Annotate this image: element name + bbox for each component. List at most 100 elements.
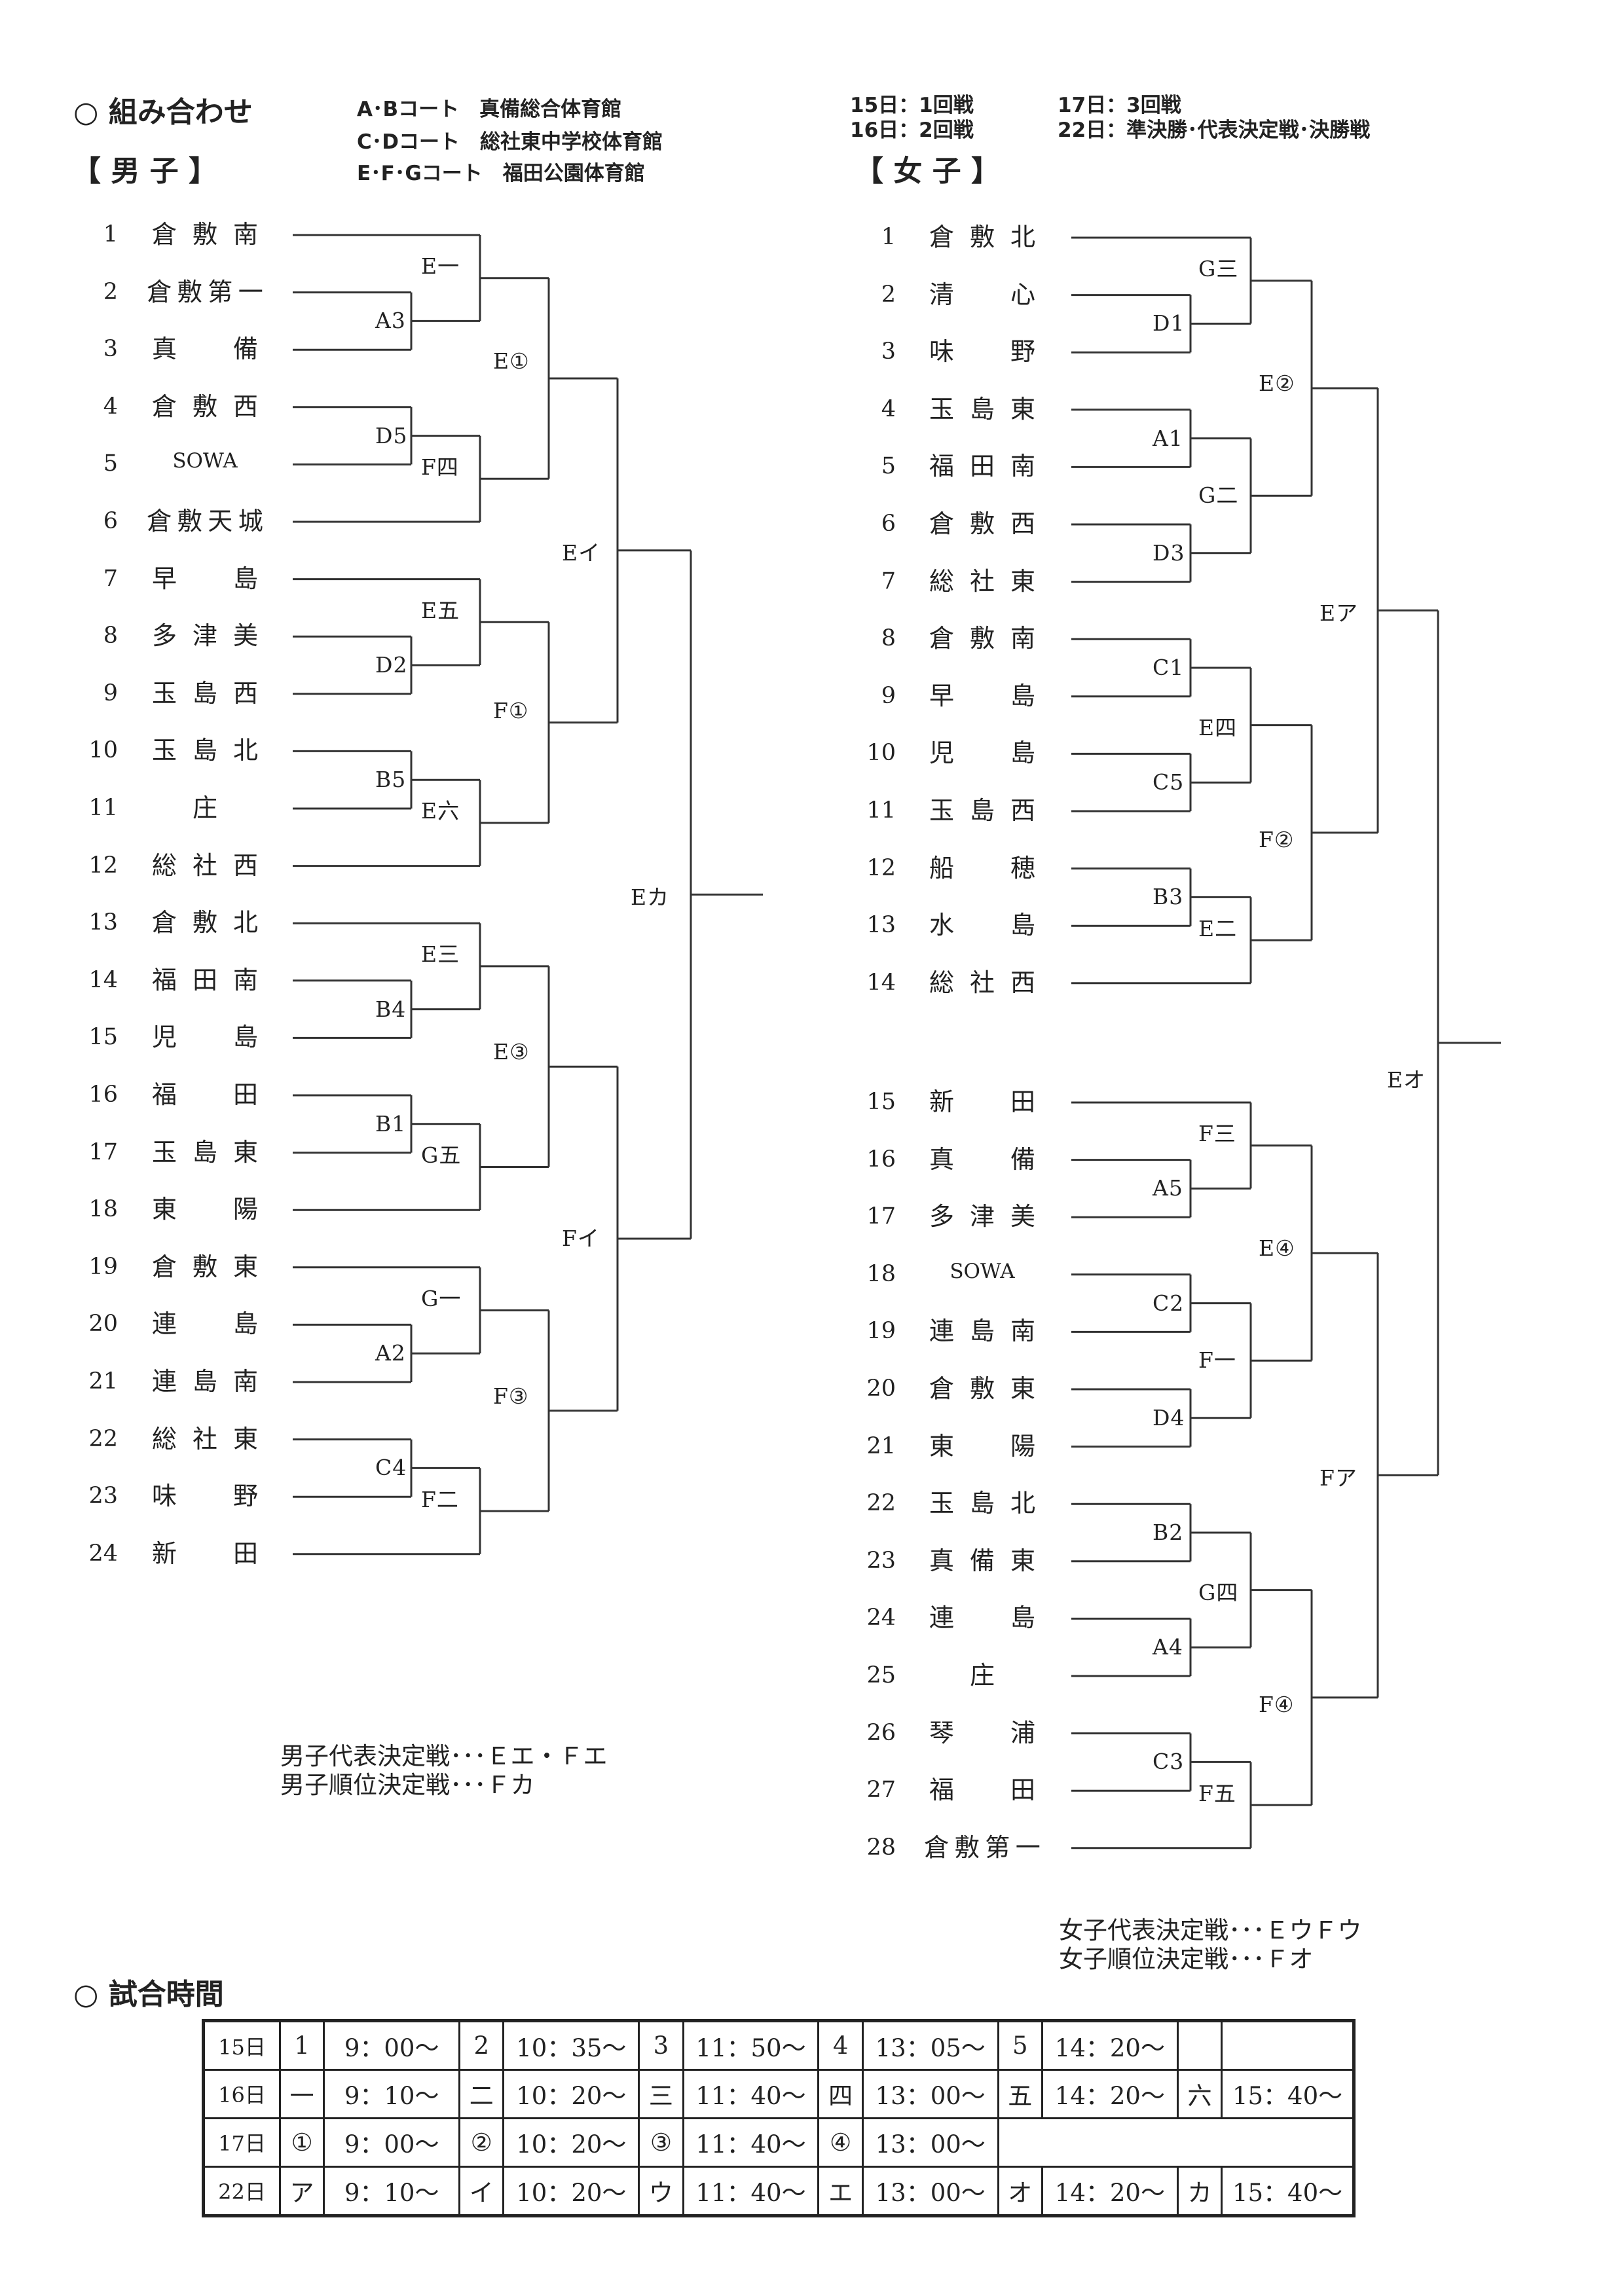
girls-match-label: E④: [1259, 1235, 1295, 1262]
girls-team-number: 3: [881, 338, 896, 365]
girls-team-number: 23: [866, 1547, 896, 1574]
girls-team-number: 5: [881, 453, 896, 480]
girls-team-number: 13: [866, 912, 896, 939]
girls-match-label: A4: [1153, 1634, 1183, 1660]
boys-match-label: Eカ: [631, 884, 670, 910]
girls-team-name: 総社西: [929, 968, 1035, 997]
girls-match-label: G二: [1198, 483, 1239, 509]
boys-team-number: 16: [88, 1082, 118, 1108]
girls-team-number: 26: [866, 1719, 896, 1746]
girls-match-label: A1: [1153, 425, 1183, 451]
boys-match-label: G五: [421, 1142, 462, 1168]
boys-match-label: E六: [421, 798, 460, 824]
schedule-time: 15：40～: [1221, 2069, 1355, 2119]
boys-team-name: 倉敷天城: [147, 507, 263, 536]
schedule-match-id: 一: [278, 2069, 325, 2119]
girls-team-name: 真備東: [929, 1546, 1035, 1575]
boys-match-label: G一: [421, 1285, 462, 1311]
boys-team-number: 17: [88, 1139, 118, 1165]
girls-team-name: 玉島西: [929, 796, 1035, 825]
schedule-match-id: ②: [458, 2117, 505, 2168]
boys-team-name: 庄: [192, 793, 217, 822]
boys-team-name: 福田: [151, 1080, 258, 1109]
schedule-time: 10：20～: [502, 2165, 640, 2217]
schedule-match-id: オ: [997, 2165, 1043, 2217]
girls-team-number: 19: [866, 1318, 896, 1345]
girls-team-number: 10: [866, 740, 896, 767]
schedule-match-id: イ: [458, 2165, 505, 2217]
schedule-day: 15日: [202, 2020, 281, 2071]
boys-team-number: 19: [88, 1253, 118, 1280]
girls-match-label: G四: [1198, 1579, 1239, 1605]
boys-match-label: E①: [493, 348, 530, 374]
boys-team-number: 15: [88, 1024, 118, 1051]
boys-team-number: 3: [103, 336, 118, 363]
boys-team-number: 7: [103, 565, 118, 592]
girls-match-label: F②: [1259, 826, 1295, 852]
boys-team-name: 玉島東: [151, 1137, 258, 1167]
girls-team-number: 14: [866, 969, 896, 996]
schedule-time: 9：00～: [323, 2020, 461, 2071]
schedule-time: 11：40～: [682, 2117, 820, 2168]
girls-match-label: E②: [1259, 371, 1295, 397]
boys-team-number: 4: [103, 393, 118, 420]
schedule-time: [1221, 2020, 1355, 2071]
girls-team-number: 4: [881, 395, 896, 422]
boys-team-name: 早島: [151, 564, 258, 593]
boys-team-name: 新田: [151, 1539, 258, 1568]
girls-team-number: 11: [866, 797, 896, 824]
girls-match-label: E四: [1198, 714, 1238, 740]
boys-team-number: 8: [103, 623, 118, 649]
schedule-time: 10：20～: [502, 2069, 640, 2119]
schedule-match-id: ④: [817, 2117, 864, 2168]
schedule-match-id: カ: [1176, 2165, 1223, 2217]
venue-cd: C･Dコート 総社東中学校体育館: [357, 130, 663, 154]
boys-match-label: F四: [421, 454, 459, 480]
boys-match-label: C4: [375, 1455, 407, 1481]
girls-team-name: 清心: [929, 280, 1035, 309]
girls-heading: 【 女 子 】: [855, 155, 1000, 188]
boys-note-representative: 男子代表決定戦･･･Ｅエ・Ｆエ: [280, 1742, 608, 1770]
girls-team-number: 28: [866, 1834, 896, 1861]
boys-match-label: Fイ: [562, 1226, 600, 1251]
girls-team-name: 船穂: [929, 853, 1035, 883]
schedule-match-id: ア: [278, 2165, 325, 2217]
boys-team-number: 11: [88, 795, 118, 821]
girls-team-number: 18: [866, 1260, 896, 1287]
schedule-match-id: 二: [458, 2069, 505, 2119]
day-22: 22日：準決勝･代表決定戦･決勝戦: [1058, 118, 1371, 142]
girls-team-number: 15: [866, 1089, 896, 1115]
girls-match-label: B2: [1153, 1520, 1184, 1545]
girls-team-name: 真備: [929, 1144, 1035, 1174]
girls-team-number: 25: [866, 1662, 896, 1688]
schedule-match-id: 3: [638, 2020, 684, 2071]
schedule-match-id: ウ: [638, 2165, 684, 2217]
boys-team-name: 福田南: [151, 965, 258, 994]
girls-team-name: 味野: [929, 337, 1035, 367]
boys-team-name: 倉敷北: [151, 908, 258, 938]
girls-team-number: 24: [866, 1605, 896, 1631]
schedule-time: 13：00～: [861, 2069, 999, 2119]
boys-match-label: A3: [375, 308, 406, 334]
girls-team-number: 12: [866, 854, 896, 881]
boys-team-name: 東陽: [151, 1195, 258, 1224]
girls-team-number: 17: [866, 1203, 896, 1230]
boys-team-number: 18: [88, 1196, 118, 1223]
boys-match-label: E③: [493, 1039, 530, 1065]
boys-team-name: 真備: [151, 335, 258, 364]
schedule-match-id: 六: [1176, 2069, 1223, 2119]
boys-team-number: 22: [88, 1425, 118, 1452]
girls-match-label: Fア: [1320, 1465, 1357, 1491]
girls-team-name: 福田南: [929, 452, 1035, 481]
girls-team-name: 東陽: [929, 1431, 1035, 1461]
girls-team-number: 6: [881, 511, 896, 537]
schedule-time: 13：00～: [861, 2165, 999, 2217]
boys-match-label: F③: [493, 1383, 529, 1409]
boys-team-name: 総社西: [151, 850, 258, 880]
boys-team-number: 14: [88, 966, 118, 993]
girls-match-label: B3: [1153, 884, 1184, 910]
girls-team-name: 多津美: [929, 1202, 1035, 1231]
